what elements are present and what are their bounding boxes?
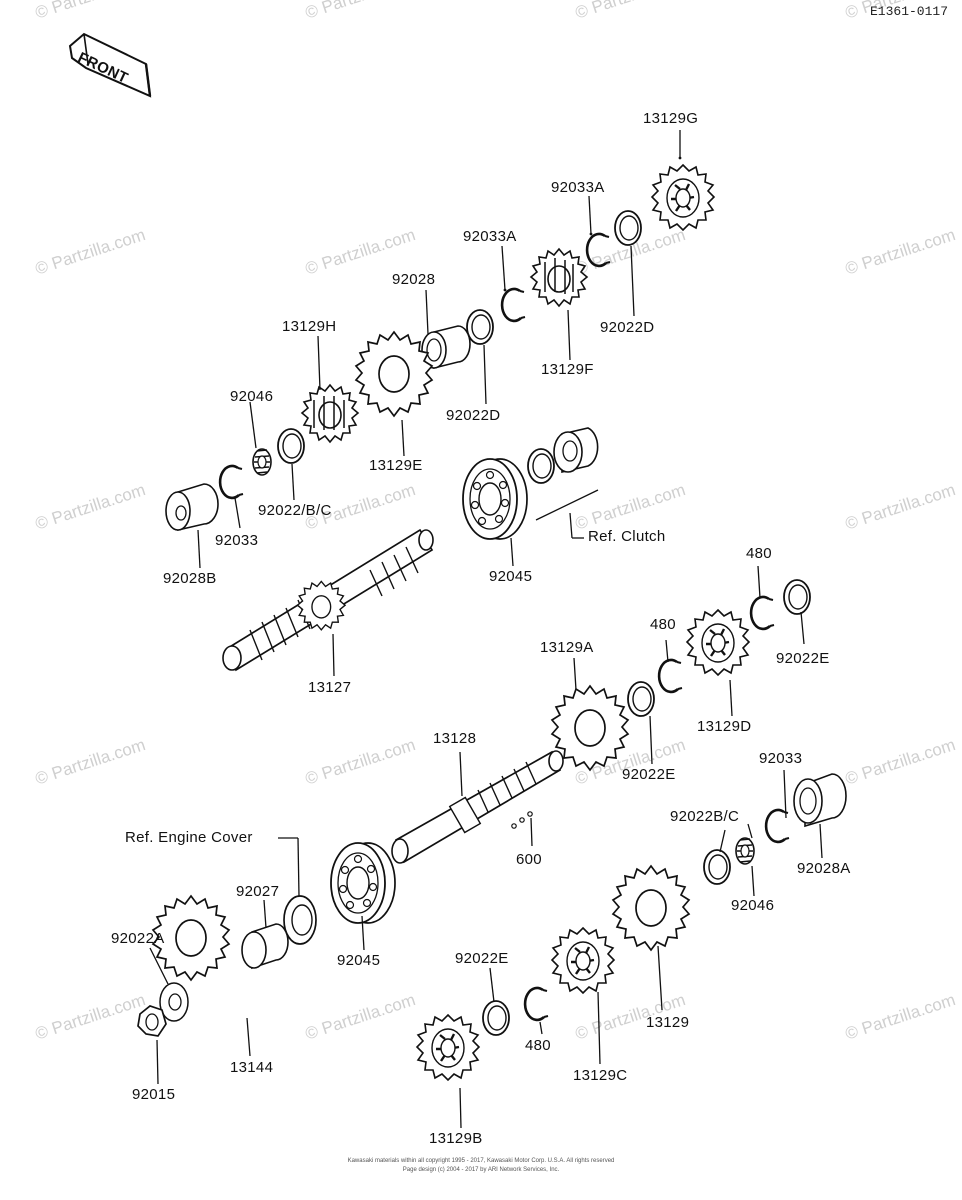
part-label-480[interactable]: 480 (525, 1037, 551, 1054)
copyright-line: Kawasaki materials within all copyright … (347, 1158, 615, 1164)
bushing-92028b (165, 483, 219, 532)
pins-600 (511, 811, 533, 829)
part-label-13129c[interactable]: 13129C (573, 1067, 628, 1084)
part-label-13129h[interactable]: 13129H (282, 318, 337, 335)
circlip-480-top (749, 595, 776, 631)
circlip-92033a-upper (585, 232, 612, 268)
part-label-92033[interactable]: 92033 (215, 532, 259, 549)
part-label-13129[interactable]: 13129 (646, 1014, 690, 1031)
part-label-92022bc[interactable]: 92022/B/C (258, 502, 332, 519)
part-label-13129g[interactable]: 13129G (643, 110, 699, 127)
part-label-92022e[interactable]: 92022E (455, 950, 509, 967)
part-label-13129f[interactable]: 13129F (541, 361, 594, 378)
part-label-92015[interactable]: 92015 (132, 1086, 176, 1103)
needle-bearing-92046-lower (735, 837, 755, 865)
part-label-13129e[interactable]: 13129E (369, 457, 423, 474)
part-label-92022d[interactable]: 92022D (446, 407, 501, 424)
gear-13129a (551, 685, 629, 771)
part-label-92027[interactable]: 92027 (236, 883, 280, 900)
copyright-line: Page design (c) 2004 - 2017 by ARI Netwo… (402, 1167, 560, 1173)
ball-bearing-92045-lower (330, 842, 396, 924)
washer-92022e-upper (627, 681, 655, 717)
clutch-nut (553, 427, 599, 474)
part-label-13129d[interactable]: 13129D (697, 718, 752, 735)
needle-bearing-92046-upper (252, 448, 272, 476)
gear-13129h (301, 384, 359, 443)
part-label-92022bc[interactable]: 92022B/C (670, 808, 740, 825)
gear-13129b (415, 1013, 481, 1082)
gear-13129g (650, 163, 716, 232)
part-label-13128[interactable]: 13128 (433, 730, 477, 747)
seal-ref-engine-cover (283, 895, 317, 945)
washer-92022d-lower (466, 309, 494, 345)
circlip-480-lower (523, 986, 550, 1022)
input-shaft-13127 (222, 528, 434, 672)
part-label-92022e[interactable]: 92022E (776, 650, 830, 667)
lock-washer-92022a (159, 982, 189, 1022)
washer-92022bc-upper (277, 428, 305, 464)
front-arrow-icon (68, 32, 152, 98)
part-label-92033a[interactable]: 92033A (463, 228, 517, 245)
diagram-id: E1361-0117 (869, 4, 948, 19)
nut-92015 (137, 1005, 167, 1037)
part-label-92046[interactable]: 92046 (731, 897, 775, 914)
ref-engine-cover-label: Ref. Engine Cover (125, 829, 253, 846)
part-label-13127[interactable]: 13127 (308, 679, 352, 696)
gear-13129c (550, 926, 616, 995)
washer-92022e-lower (482, 1000, 510, 1036)
circlip-92033-upper (218, 464, 245, 500)
part-label-13129a[interactable]: 13129A (540, 639, 594, 656)
part-label-600[interactable]: 600 (516, 851, 542, 868)
part-label-92022a[interactable]: 92022A (111, 930, 165, 947)
washer-92022e-top (783, 579, 811, 615)
bushing-92028a (793, 773, 847, 828)
part-label-92028b[interactable]: 92028B (163, 570, 217, 587)
part-label-92045[interactable]: 92045 (337, 952, 381, 969)
washer-92022d-upper (614, 210, 642, 246)
leader-dots (503, 156, 682, 292)
part-label-92022d[interactable]: 92022D (600, 319, 655, 336)
part-label-13129b[interactable]: 13129B (429, 1130, 483, 1147)
clutch-washer (527, 448, 555, 484)
circlip-92033a-lower (500, 287, 527, 323)
ref-clutch-label: Ref. Clutch (588, 528, 666, 545)
part-label-480[interactable]: 480 (746, 545, 772, 562)
part-label-13144[interactable]: 13144 (230, 1059, 274, 1076)
part-label-480[interactable]: 480 (650, 616, 676, 633)
bushing-92028 (421, 325, 471, 369)
part-label-92022e[interactable]: 92022E (622, 766, 676, 783)
gear-13129 (612, 865, 690, 951)
ball-bearing-92045-upper (462, 458, 528, 540)
gear-13129d (685, 608, 751, 677)
washer-92022bc-lower (703, 849, 731, 885)
part-label-92028[interactable]: 92028 (392, 271, 436, 288)
circlip-480-upper (657, 658, 684, 694)
part-label-92028a[interactable]: 92028A (797, 860, 851, 877)
part-label-92045[interactable]: 92045 (489, 568, 533, 585)
collar-92027 (241, 923, 289, 970)
output-shaft-13128 (391, 750, 564, 864)
part-label-92033[interactable]: 92033 (759, 750, 803, 767)
gear-13129f (530, 248, 588, 307)
gear-13129e (355, 331, 433, 417)
part-label-92033a[interactable]: 92033A (551, 179, 605, 196)
leader-lines (149, 130, 823, 1129)
part-label-92046[interactable]: 92046 (230, 388, 274, 405)
